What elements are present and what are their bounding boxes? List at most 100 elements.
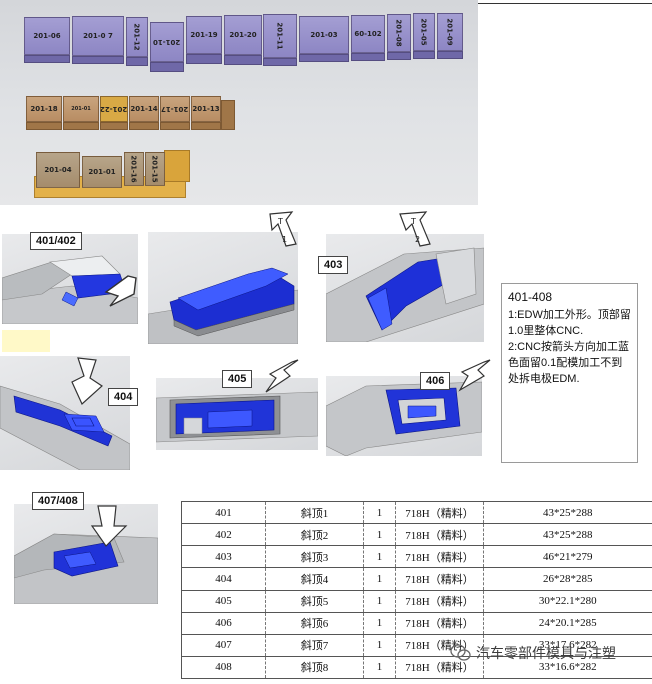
watermark: 汽车零部件模具与注塑 (450, 640, 650, 666)
part-render (0, 357, 130, 470)
table-cell-no: 403 (181, 545, 266, 569)
electrode-block: 201-0 7 (72, 16, 124, 56)
view-404 (0, 356, 130, 470)
direction-arrow-icon (458, 359, 491, 392)
view-label: 406 (420, 372, 451, 390)
electrode-block: 201-12 (126, 17, 148, 57)
view-406 (326, 376, 482, 456)
table-cell-size: 30*22.1*280 (483, 590, 652, 613)
table-cell-no: 407 (181, 634, 266, 657)
electrode-block: 201-10 (150, 22, 184, 62)
view-t1 (148, 232, 298, 344)
view-label: 407/408 (32, 492, 84, 510)
electrode-block: 201-08 (387, 14, 411, 52)
table-cell-name: 斜顶5 (265, 590, 364, 613)
electrode-block: 201-13 (191, 96, 221, 122)
direction-arrow-icon: T 1 (269, 211, 297, 247)
direction-arrow-icon: T 2 (399, 211, 431, 247)
electrode-block: 201-15 (145, 152, 165, 186)
table-cell-material: 718H（精料） (395, 656, 484, 680)
electrode-block: 201-17 (160, 96, 190, 122)
table-cell-name: 斜顶7 (265, 634, 364, 657)
machining-note: 401-408 1:EDW加工外形。顶部留1.0里整体CNC. 2:CNC按箭头… (501, 283, 638, 463)
table-cell-no: 405 (181, 590, 266, 613)
table-cell-no: 404 (181, 567, 266, 591)
part-render (156, 391, 318, 443)
electrode-block: 201-11 (263, 14, 297, 58)
table-cell-no: 402 (181, 523, 266, 547)
electrode-block: 201-20 (224, 15, 262, 55)
svg-text:T: T (410, 217, 416, 226)
part-render (14, 505, 158, 604)
electrode-block: 201-14 (129, 96, 159, 122)
table-cell-qty: 1 (363, 500, 396, 525)
electrode-block: 201-16 (124, 152, 144, 186)
table-cell-size: 43*25*288 (483, 523, 652, 547)
electrode-block: 201-09 (437, 13, 463, 51)
table-cell-size: 24*20.1*285 (483, 612, 652, 635)
table-cell-qty: 1 (363, 656, 396, 680)
table-cell-name: 斜顶8 (265, 656, 364, 680)
electrode-block: 201-18 (26, 96, 62, 122)
table-cell-size: 46*21*279 (483, 545, 652, 569)
table-cell-size: 33*17.6*282 (483, 634, 652, 657)
table-cell-name: 斜顶1 (265, 500, 364, 525)
part-render (326, 247, 484, 342)
note-title: 401-408 (508, 290, 553, 304)
direction-arrow-icon (265, 359, 299, 393)
view-label: 404 (108, 388, 139, 406)
table-cell-size: 33*16.6*282 (483, 656, 652, 680)
divider (478, 3, 652, 4)
wechat-icon (450, 644, 471, 661)
table-cell-material: 718H（精料） (395, 590, 484, 613)
view-label: 405 (222, 370, 253, 388)
table-cell-material: 718H（精料） (395, 612, 484, 635)
table-cell-qty: 1 (363, 612, 396, 635)
table-cell-material: 718H（精料） (395, 567, 484, 591)
view-label: 403 (318, 256, 349, 274)
table-cell-name: 斜顶3 (265, 545, 364, 569)
view-405 (156, 378, 318, 450)
electrode-render: 201-06 201-0 7 201-12 201-10 201-19 201-… (0, 0, 478, 205)
electrode-block: 201-22 (100, 96, 128, 122)
part-render (148, 267, 298, 344)
svg-text:2: 2 (415, 235, 420, 244)
table-cell-name: 斜顶4 (265, 567, 364, 591)
note-line-2: 2:CNC按箭头方向加工蓝色面留0.1配模加工不到处拆电极EDM. (508, 341, 630, 385)
table-cell-no: 401 (181, 500, 266, 525)
table-cell-material: 718H（精料） (395, 545, 484, 569)
table-cell-qty: 1 (363, 567, 396, 591)
table-cell-qty: 1 (363, 590, 396, 613)
electrode-block: 201-06 (24, 17, 70, 55)
table-cell-qty: 1 (363, 523, 396, 547)
table-cell-qty: 1 (363, 545, 396, 569)
electrode-block: 201-03 (299, 16, 349, 54)
watermark-text: 汽车零部件模具与注塑 (476, 646, 616, 662)
electrode-block: 201-04 (36, 152, 80, 188)
view-label: 401/402 (30, 232, 82, 250)
part-render (326, 381, 482, 456)
svg-text:T: T (277, 217, 283, 226)
table-cell-size: 26*28*285 (483, 567, 652, 591)
table-cell-size: 43*25*288 (483, 500, 652, 525)
note-line-1: 1:EDW加工外形。顶部留1.0里整体CNC. (508, 309, 631, 337)
electrode-block: 201-01 (82, 156, 122, 188)
electrode-block: 201-19 (186, 16, 222, 54)
table-cell-material: 718H（精料） (395, 500, 484, 525)
table-cell-name: 斜顶2 (265, 523, 364, 547)
electrode-block: 201-01 (63, 96, 99, 122)
table-cell-no: 408 (181, 656, 266, 680)
electrode-block: 201-05 (413, 13, 435, 51)
part-render (2, 255, 138, 324)
table-cell-qty: 1 (363, 634, 396, 657)
table-cell-material: 718H（精料） (395, 634, 484, 657)
view-403 (326, 234, 484, 342)
